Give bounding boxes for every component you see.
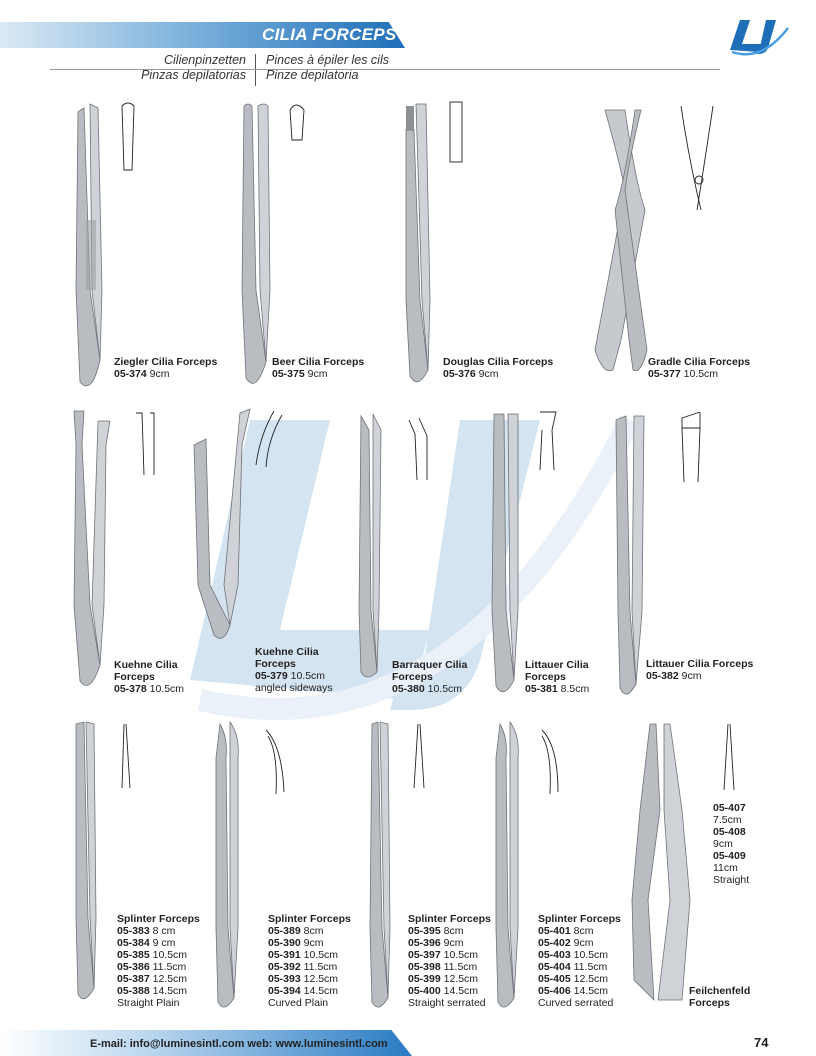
header-rule [50,69,720,70]
page-title: CILIA FORCEPS [262,25,397,44]
instrument-littauer-382 [615,412,701,695]
caption-splinter-curved-plain: Splinter Forceps 05-389 8cm 05-390 9cm 0… [268,913,351,1009]
caption-feilchenfeld-sizes: 05-407 7.5cm 05-408 9cm 05-409 11cm Stra… [713,802,750,886]
instrument-beer [241,103,305,384]
footer-contact: E-mail: info@luminesintl.com web: www.lu… [90,1038,388,1050]
caption-gradle: Gradle Cilia Forceps 05-377 10.5cm [648,356,751,380]
caption-feilchenfeld: Feilchenfeld Forceps [689,985,751,1009]
instrument-ziegler [75,102,135,387]
caption-littauer-382: Littauer Cilia Forceps 05-382 9cm [646,658,754,682]
subtitle-divider [255,54,256,86]
subtitle-right: Pinces à épiler les cils Pinze depilator… [266,53,389,82]
instrument-splinter-curved-plain [215,720,285,1008]
instrument-splinter-curved-serrated [495,720,559,1008]
instrument-feilchenfeld [631,723,735,1002]
instrument-littauer-381 [491,411,557,693]
caption-splinter-straight-plain: Splinter Forceps 05-383 8 cm 05-384 9 cm… [117,913,200,1009]
caption-splinter-straight-serrated: Splinter Forceps 05-395 8cm 05-396 9cm 0… [408,913,491,1009]
caption-splinter-curved-serrated: Splinter Forceps 05-401 8cm 05-402 9cm 0… [538,913,621,1009]
subtitle-left: Cilienpinzetten Pinzas depilatorias [141,53,246,82]
instrument-kuehne-378 [73,410,155,686]
footer-band [0,1030,412,1056]
caption-ziegler: Ziegler Cilia Forceps 05-374 9cm [114,356,218,380]
caption-kuehne-378: Kuehne Cilia Forceps 05-378 10.5cm [114,659,185,695]
caption-kuehne-379: Kuehne Cilia Forceps 05-379 10.5cm angle… [255,646,333,694]
instrument-barraquer [358,413,428,678]
instrument-douglas [405,101,463,383]
instrument-splinter-straight-serrated [369,721,425,1008]
caption-littauer-381: Littauer Cilia Forceps 05-381 8.5cm [525,659,590,695]
instrument-splinter-straight-plain [75,721,131,1000]
instrument-kuehne-379 [193,408,283,639]
caption-beer: Beer Cilia Forceps 05-375 9cm [272,356,365,380]
caption-douglas: Douglas Cilia Forceps 05-376 9cm [443,356,554,380]
lumines-logo [730,20,789,56]
instrument-gradle [594,105,714,372]
header-band [0,22,405,48]
caption-barraquer: Barraquer Cilia Forceps 05-380 10.5cm [392,659,468,695]
page-number: 74 [754,1035,769,1050]
